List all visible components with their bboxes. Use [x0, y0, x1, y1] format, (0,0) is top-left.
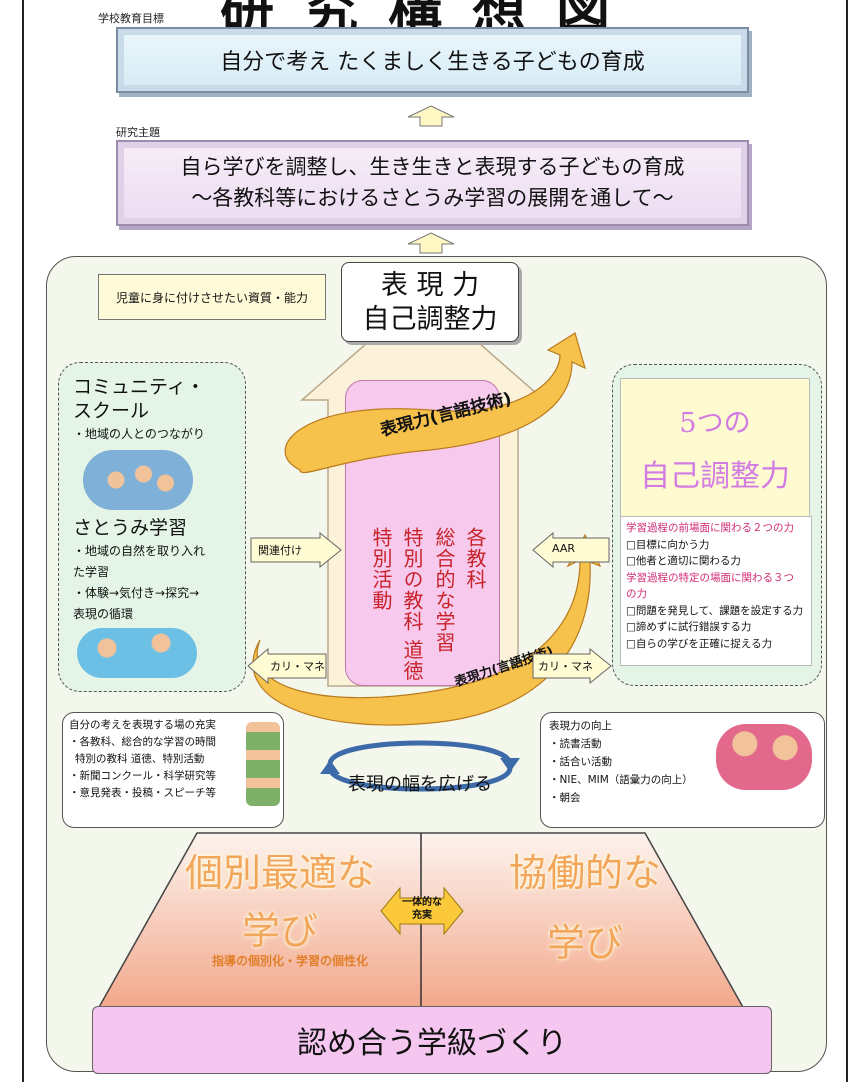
subject-kakukyouka: 各教科: [463, 527, 487, 590]
lower-spiral-arrow: [252, 533, 602, 726]
right-arrow-icon: [532, 648, 612, 684]
qualities-label-box: 児童に身に付けさせたい資質・能力: [98, 274, 326, 320]
expression-improve-item: ・NIE、MIM（語彙力の向上）: [549, 774, 693, 786]
five-list-item: 学習過程の前場面に関わる２つの力: [626, 522, 794, 534]
qualities-label: 児童に身に付けさせたい資質・能力: [115, 290, 308, 305]
satoumi-heading: さとうみ学習: [73, 517, 188, 539]
reading-kids-illustration: [716, 724, 812, 790]
expression-improve-item: ・朝会: [549, 792, 581, 804]
right-arrow-icon: [250, 532, 342, 568]
satoumi-bullet: 表現の循環: [73, 607, 134, 621]
double-arrow-icon: [380, 886, 464, 936]
research-theme-box: 自ら学びを調整し、生き生きと表現する子どもの育成 ～各教科等におけるさとうみ学習…: [116, 140, 749, 226]
aar-arrow-label: AAR: [552, 542, 575, 555]
subject-tokkatsu: 特別活動: [369, 527, 393, 611]
individual-learning-line-2: 学び: [241, 909, 318, 953]
five-list-item: 学習過程の特定の場面に関わる３つ: [626, 571, 794, 584]
goal-label: 学校教育目標: [98, 12, 164, 25]
unified-line-2: 充実: [412, 910, 432, 921]
theme-line-2: ～各教科等におけるさとうみ学習の展開を通して～: [191, 186, 674, 210]
expression-place-item: ・各教科、総合的な学習の時間: [69, 736, 216, 748]
expression-improve-item: ・読書活動: [549, 738, 602, 750]
five-list-item: の力: [626, 588, 647, 600]
target-abilities-title: 表 現 力 自己調整力: [341, 262, 519, 342]
link-arrow-label: 関連付け: [258, 544, 302, 557]
school-goal-box: 自分で考え たくましく生きる子どもの育成: [116, 27, 749, 93]
center-title-line-1: 表 現 力: [380, 270, 480, 301]
subject-doutoku: 特別の教科 道徳: [400, 527, 424, 682]
curi-mane-right-label: カリ・マネ: [538, 660, 593, 673]
expression-place-item: ・意見発表・投稿・スピーチ等: [69, 787, 216, 799]
expression-place-item: 特別の教科 道徳、特別活動: [75, 753, 205, 765]
kids-in-water-illustration: [77, 628, 197, 678]
theme-label: 研究主題: [116, 126, 160, 139]
curi-mane-left-label: カリ・マネ: [270, 660, 325, 673]
theme-line-1: 自ら学びを調整し、生き生きと表現する子どもの育成: [180, 155, 685, 179]
center-title-line-2: 自己調整力: [362, 304, 498, 335]
five-title-1: 5つの: [679, 408, 751, 439]
up-arrow-icon: [407, 232, 455, 254]
community-bullet-1: ・地域の人とのつながり: [73, 427, 205, 441]
class-building-base: 認め合う学級づくり: [92, 1006, 772, 1074]
five-list-item: □諦めずに試行錯誤する力: [626, 621, 752, 633]
class-building-text: 認め合う学級づくり: [297, 1026, 567, 1061]
five-abilities-scroll: 5つの 自己調整力: [620, 378, 810, 518]
expression-place-title: 自分の考えを表現する場の充実: [69, 719, 216, 731]
expression-place-item: ・新聞コンクール・科学研究等: [69, 770, 216, 782]
five-list-item: □自らの学びを正確に捉える力: [626, 637, 773, 650]
unified-fulfillment-label: 一体的な 充実: [392, 896, 452, 922]
unified-line-1: 一体的な: [402, 897, 442, 908]
left-arrow-icon: [247, 648, 327, 684]
five-abilities-list: 学習過程の前場面に関わる２つの力 □目標に向かう力 □他者と適切に関わる力 学習…: [620, 516, 812, 666]
satoumi-bullet: ・体験→気付き→探究→: [73, 586, 200, 600]
left-arrow-icon: [532, 532, 610, 568]
satoumi-bullet: た学習: [73, 565, 110, 579]
community-heading-1a: コミュニティ・: [73, 376, 205, 398]
school-goal-text: 自分で考え たくましく生きる子どもの育成: [220, 50, 645, 75]
five-title-2: 自己調整力: [640, 459, 790, 494]
upper-spiral-arrow: [284, 332, 586, 474]
up-arrow-icon: [407, 105, 455, 127]
five-list-item: □目標に向かう力: [626, 538, 710, 551]
collaborative-learning-line-2: 学び: [546, 921, 623, 965]
individual-learning-line-1: 個別最適な: [184, 851, 375, 895]
community-school-box: コミュニティ・ スクール ・地域の人とのつながり さとうみ学習 ・地域の自然を取…: [58, 362, 246, 692]
satoumi-bullet: ・地域の自然を取り入れ: [73, 544, 206, 558]
community-heading-1b: スクール: [73, 400, 150, 422]
subject-sougou: 総合的な学習: [432, 527, 456, 653]
five-list-item: □他者と適切に関わる力: [626, 555, 741, 567]
crowd-illustration: [83, 450, 193, 510]
widen-expression-label: 表現の幅を広げる: [348, 774, 492, 795]
cycle-arrows-icon: [320, 740, 520, 792]
expression-improve-title: 表現力の向上: [549, 720, 612, 732]
collaborative-learning-line-1: 協働的な: [508, 851, 661, 895]
expression-improve-item: ・話合い活動: [549, 756, 612, 768]
five-list-item: □問題を発見して、課題を設定する力: [626, 604, 804, 617]
page-frame: [22, 0, 848, 1082]
classroom-illustration: [246, 722, 280, 806]
individual-learning-sub: 指導の個別化・学習の個性化: [211, 954, 368, 968]
